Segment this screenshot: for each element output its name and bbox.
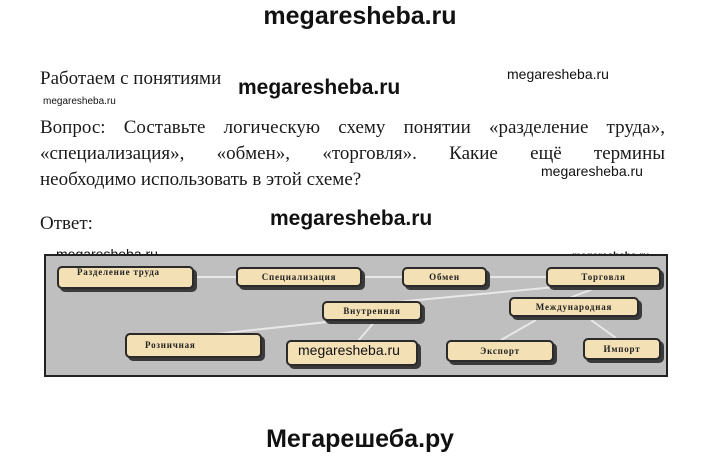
section-title: Работаем с понятиями <box>40 68 222 89</box>
connector-line <box>357 319 377 342</box>
question-line: Вопрос: Составьте логическую схему понят… <box>40 117 665 138</box>
question-text: Вопрос: Составьте логическую схему понят… <box>40 115 665 193</box>
connector-line <box>215 319 347 335</box>
node-international: Международная <box>509 297 639 317</box>
question-line: «специализация», «обмен», «торговля». Ка… <box>40 143 665 164</box>
node-export: Экспорт <box>446 340 554 362</box>
node-import: Импорт <box>583 338 661 360</box>
node-wholesale: Оптовая <box>286 340 418 366</box>
node-exchange: Обмен <box>402 267 487 287</box>
connector-line <box>590 319 617 339</box>
watermark-header: megaresheba.ru <box>263 2 457 30</box>
concept-diagram: Разделение труда Специализация Обмен Тор… <box>44 254 668 377</box>
watermark: megaresheba.ru <box>298 342 400 358</box>
watermark-footer: Мегарешеба.ру <box>266 425 454 453</box>
watermark: megaresheba.ru <box>238 76 401 99</box>
answer-label: Ответ: <box>40 213 93 234</box>
question-line: необходимо использовать в этой схеме? <box>40 169 362 190</box>
connector-line <box>500 319 537 341</box>
node-trade: Торговля <box>546 267 661 287</box>
watermark: megaresheba.ru <box>43 96 116 107</box>
node-retail: Розничная <box>125 333 262 358</box>
watermark: megaresheba.ru <box>541 163 643 179</box>
watermark: megaresheba.ru <box>507 66 609 82</box>
watermark: megaresheba.ru <box>270 207 433 230</box>
node-domestic: Внутренняя <box>322 301 422 321</box>
node-specialization: Специализация <box>236 267 362 287</box>
node-division-of-labor: Разделение труда <box>57 266 194 289</box>
